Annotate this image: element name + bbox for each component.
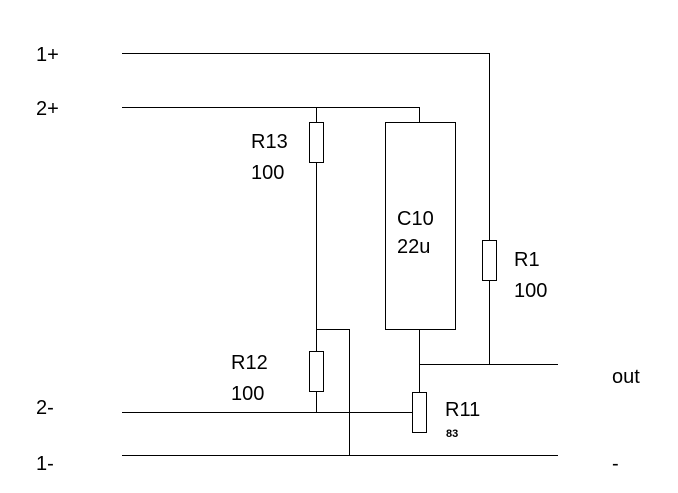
capacitor-c10 (385, 122, 456, 330)
r1-value: 100 (514, 280, 547, 302)
label-1minus: 1- (36, 453, 54, 475)
r13-value: 100 (251, 162, 284, 184)
r13-name: R13 (251, 131, 288, 153)
r11-value: 83 (446, 428, 458, 440)
r1-name: R1 (514, 249, 540, 271)
r12-name: R12 (231, 352, 268, 374)
resistor-r1 (482, 240, 497, 281)
c10-name: C10 (397, 208, 434, 230)
label-minus: - (612, 453, 619, 475)
label-2minus: 2- (36, 397, 54, 419)
r11-name: R11 (445, 399, 480, 421)
label-2plus: 2+ (36, 98, 59, 120)
wire-node-to-1minus (316, 329, 350, 456)
c10-value: 22u (397, 236, 430, 258)
wires (122, 53, 558, 456)
resistor-r12 (309, 351, 324, 392)
label-out: out (612, 366, 640, 388)
label-1plus: 1+ (36, 44, 59, 66)
wire-2plus (122, 107, 420, 122)
wire-1plus (122, 53, 490, 240)
resistor-r11 (412, 392, 427, 433)
resistor-r13 (309, 122, 324, 163)
r12-value: 100 (231, 383, 264, 405)
